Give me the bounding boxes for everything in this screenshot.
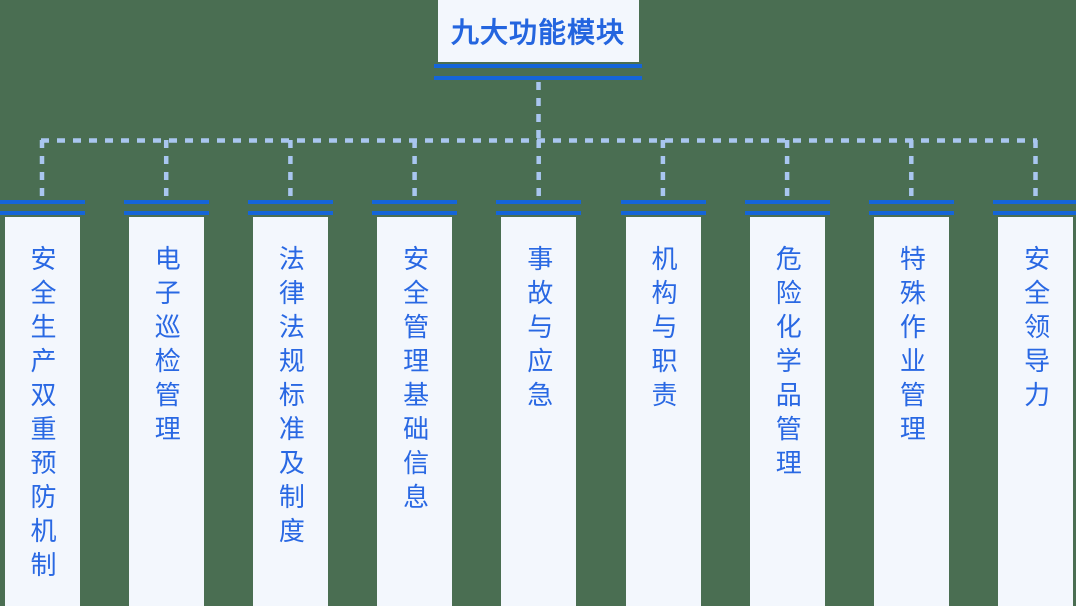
module-topline-bottom	[993, 211, 1076, 215]
module-column: 机构与职责	[620, 200, 706, 606]
module-topline-top	[993, 200, 1076, 204]
module-column: 安全管理基础信息	[372, 200, 458, 606]
module-box: 法律法规标准及制度	[252, 217, 328, 606]
module-box: 电子巡检管理	[128, 217, 204, 606]
module-topline-bottom	[868, 211, 954, 215]
module-column: 事故与应急	[496, 200, 582, 606]
module-topline-bottom	[372, 211, 458, 215]
module-topline-top	[868, 200, 954, 204]
module-box: 特殊作业管理	[873, 217, 949, 606]
module-label: 安全管理基础信息	[399, 245, 430, 517]
module-label: 电子巡检管理	[151, 245, 182, 449]
module-column: 危险化学品管理	[744, 200, 830, 606]
module-topline-bottom	[247, 211, 333, 215]
module-label: 法律法规标准及制度	[275, 245, 306, 551]
module-topline-top	[123, 200, 209, 204]
module-topline-top	[0, 200, 85, 204]
module-column: 安全生产双重预防机制	[0, 200, 85, 606]
module-label: 特殊作业管理	[896, 245, 927, 449]
module-topline-bottom	[0, 211, 85, 215]
module-label: 安全生产双重预防机制	[27, 245, 57, 585]
module-label: 安全领导力	[1020, 245, 1051, 415]
module-box: 安全管理基础信息	[377, 217, 453, 606]
module-topline-bottom	[123, 211, 209, 215]
module-box: 安全生产双重预防机制	[4, 217, 80, 606]
module-box: 机构与职责	[625, 217, 701, 606]
module-column: 特殊作业管理	[868, 200, 954, 606]
module-label: 机构与职责	[648, 245, 678, 415]
module-topline-bottom	[496, 211, 582, 215]
root-node: 九大功能模块	[434, 0, 642, 80]
module-topline-top	[744, 200, 830, 204]
module-column: 安全领导力	[993, 200, 1076, 606]
module-column: 法律法规标准及制度	[247, 200, 333, 606]
module-label: 危险化学品管理	[772, 245, 803, 483]
module-topline-bottom	[744, 211, 830, 215]
module-label: 事故与应急	[523, 245, 554, 415]
module-topline-top	[496, 200, 582, 204]
module-topline-bottom	[620, 211, 706, 215]
title-underline-top	[434, 64, 642, 68]
module-topline-top	[247, 200, 333, 204]
title-underline-bottom	[434, 76, 642, 80]
module-column: 电子巡检管理	[123, 200, 209, 606]
module-topline-top	[620, 200, 706, 204]
diagram-title: 九大功能模块	[437, 0, 639, 62]
module-box: 事故与应急	[501, 217, 577, 606]
module-box: 危险化学品管理	[749, 217, 825, 606]
module-topline-top	[372, 200, 458, 204]
module-box: 安全领导力	[998, 217, 1074, 606]
